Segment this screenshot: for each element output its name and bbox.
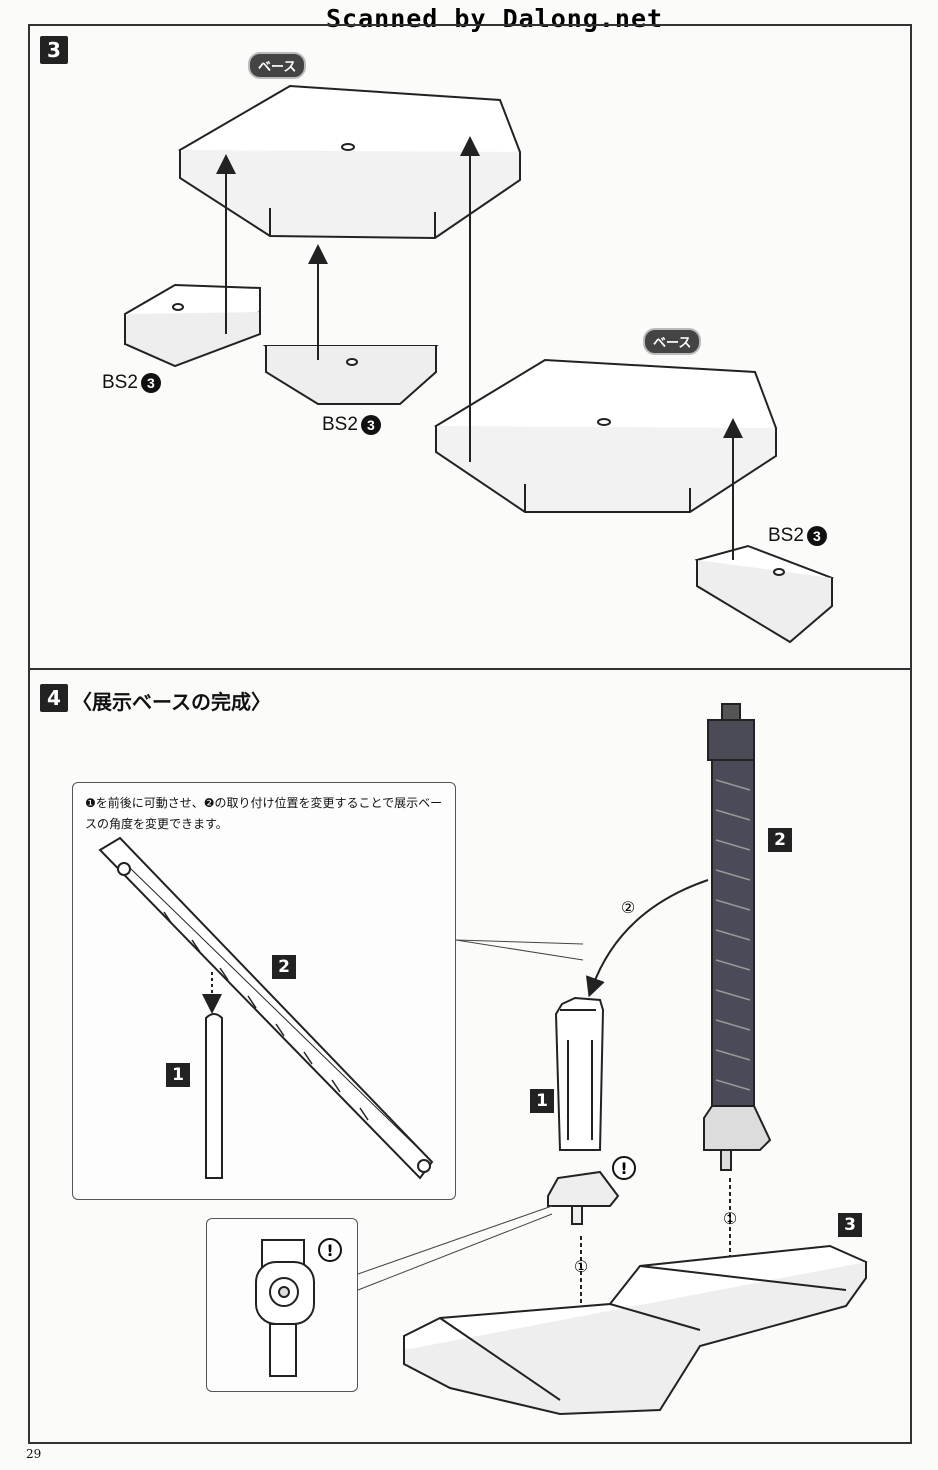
- part-code: BS2: [768, 525, 804, 546]
- step-3-illustration: [124, 84, 834, 644]
- caution-mark-main: !: [620, 1159, 627, 1178]
- bs2-part-center: [262, 345, 439, 405]
- joint-detail: [255, 1239, 315, 1377]
- caution-icon: [318, 1156, 636, 1262]
- part-code: BS2: [322, 414, 358, 435]
- detail-diagonal-arm: [98, 836, 434, 1180]
- bs2-part-right: [694, 544, 834, 644]
- part-label-1-main: 1: [530, 1089, 554, 1113]
- step-4-number: 4: [40, 684, 68, 712]
- display-base-lower: [434, 358, 778, 513]
- order-mark-2: ②: [621, 898, 635, 917]
- move-arrow-step-2: [585, 879, 709, 998]
- display-base-upper: [178, 84, 522, 240]
- part-number-badge: 3: [360, 414, 381, 435]
- detail-vertical-arm: [205, 1013, 223, 1179]
- part-number-badge: 3: [140, 372, 161, 393]
- base-label-lower: ベース: [643, 328, 702, 355]
- detail-connector-lines: [357, 939, 584, 1291]
- part-code: BS2: [102, 372, 138, 393]
- part-label-2-main: 2: [768, 828, 792, 852]
- step-3-number: 3: [40, 36, 68, 64]
- step-4-panel: [28, 670, 912, 1444]
- part-label-3-main: 3: [838, 1213, 862, 1237]
- step-3-panel: [28, 24, 912, 670]
- arm-part-2: [703, 703, 772, 1171]
- angle-adjust-note-text: ❶を前後に可動させ、❷の取り付け位置を変更することで展示ベースの角度を変更できま…: [85, 796, 443, 831]
- caution-mark-detail: !: [326, 1241, 333, 1260]
- detail-diagonal-arm-teeth: [163, 911, 369, 1121]
- part-number-badge: 3: [806, 525, 827, 546]
- order-mark-1-left: ①: [574, 1257, 588, 1276]
- part-label-2-detail: 2: [272, 955, 296, 979]
- assembled-display-base: [403, 1244, 868, 1416]
- part-label-1-detail: 1: [166, 1063, 190, 1087]
- arm-ribs: [715, 779, 751, 1091]
- arm-part-1: [547, 996, 620, 1225]
- page-number: 29: [26, 1447, 42, 1461]
- order-mark-1-right: ①: [723, 1209, 737, 1228]
- base-label-upper: ベース: [248, 52, 307, 79]
- step-4-title: 〈展示ベースの完成〉: [72, 690, 271, 714]
- assembly-arrows: [216, 136, 743, 560]
- scan-credit: Scanned by Dalong.net: [326, 4, 664, 33]
